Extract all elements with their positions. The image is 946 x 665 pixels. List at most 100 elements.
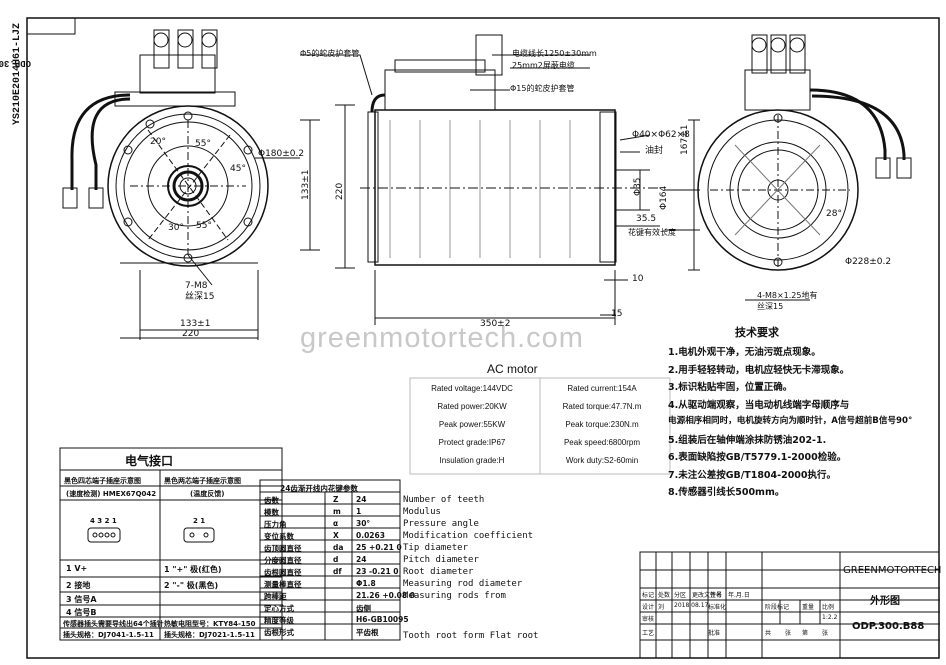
- gear-param-value: 25 +0.21 0: [356, 543, 402, 552]
- title-block-label: 处数: [658, 592, 671, 599]
- gear-param-symbol: d: [333, 555, 339, 564]
- rear-view: [665, 34, 912, 301]
- title-block-process: 批准: [708, 630, 721, 637]
- gear-param-english: Pitch diameter: [403, 555, 479, 565]
- title-block-sheet: 第: [802, 630, 809, 637]
- gear-param-english: Root diameter: [403, 567, 474, 577]
- connector-right-pins: 2 1: [193, 517, 206, 525]
- requirements-title: 技术要求: [735, 326, 779, 339]
- requirement-item: 8.传感器引线长500mm。: [668, 487, 785, 498]
- title-block-stage: 重量: [802, 604, 815, 611]
- dim-167: 167±1: [680, 124, 690, 155]
- dim-133-horizontal: 133±1: [180, 319, 211, 329]
- gear-param-value: 23 -0.21 0: [356, 567, 399, 576]
- title-block-review: 审核: [642, 616, 655, 623]
- title-block-sheet: 共: [765, 630, 772, 637]
- gear-param-symbol: α: [333, 519, 339, 528]
- drawing-name: 外形图: [870, 596, 900, 607]
- spec-cell-left: Rated voltage:144VDC: [431, 384, 513, 393]
- gear-table-frame: [259, 479, 401, 641]
- dim-164: Φ164: [659, 185, 669, 210]
- cable-length-label: 电缆线长1250±30mm: [512, 49, 597, 58]
- requirement-item: 7.未注公差按GB/T1804-2000执行。: [668, 469, 837, 481]
- gear-param-name: 齿顶圆直径: [264, 544, 302, 553]
- requirement-item: 1.电机外观干净，无油污斑点现象。: [668, 347, 821, 358]
- gear-param-symbol: m: [333, 507, 341, 516]
- gear-param-value: 0.0263: [356, 531, 385, 540]
- temp-pin-2-label: 2 "-" 极(黑色): [164, 581, 219, 590]
- dim-dia-180: Φ180±0.2: [258, 149, 305, 159]
- gear-param-value: H6-GB10095: [356, 615, 409, 624]
- gear-table-title: 24齿渐开线内花键参数: [280, 484, 358, 493]
- scale-value: 1:2.2: [822, 614, 838, 621]
- angle-55-bottom: 55°: [196, 221, 212, 231]
- spec-cell-left: Insulation grade:H: [439, 456, 505, 465]
- gear-param-value: 1: [356, 507, 362, 516]
- title-block-design: 刘: [658, 604, 665, 611]
- bolt-spec: 7-M8: [185, 281, 208, 291]
- conduit-left-label: Φ5的蛇皮护套管: [300, 49, 360, 58]
- thread-spec: 4-M8×1.25地有: [757, 291, 818, 300]
- pin-4-label: 4 信号B: [66, 608, 97, 617]
- spec-title: AC motor: [487, 362, 538, 376]
- gear-param-symbol: da: [333, 543, 344, 552]
- dim-shaft: Φ35: [633, 177, 643, 196]
- requirement-item: 2.用手轻轻转动，电机应轻快无卡滞现象。: [668, 364, 850, 376]
- gear-param-english: Pressure angle: [403, 519, 479, 529]
- spline-length-label: 花键有效长度: [628, 228, 676, 237]
- gear-param-value: 平齿根: [356, 628, 379, 637]
- gear-param-english: Number of teeth: [403, 495, 485, 505]
- pin-1-label: 1 V+: [66, 564, 88, 573]
- title-block-design: 标准化: [708, 604, 727, 611]
- dim-220-horizontal: 220: [182, 329, 200, 339]
- title-block-design: 设计: [642, 604, 655, 611]
- gear-param-english: Measuring rod diameter: [403, 579, 523, 589]
- spec-cell-right: Peak speed:6800rpm: [563, 438, 641, 447]
- gear-param-english: Measuring rods from: [403, 591, 506, 601]
- right-plug-spec: 插头规格：DJ7021-1.5-11: [164, 631, 255, 639]
- dim-350: 350±2: [480, 319, 511, 329]
- title-block-sheet: 张: [822, 630, 829, 637]
- requirement-item: 4.从驱动端观察，当电动机线端字母顺序与: [668, 399, 850, 411]
- angle-28: 28°: [826, 209, 842, 219]
- gear-param-name: 齿根形式: [264, 628, 294, 637]
- gear-param-name: 模数: [264, 508, 279, 517]
- spec-cell-left: Rated power:20KW: [437, 402, 507, 411]
- title-block-stage: 比例: [822, 604, 835, 611]
- dim-shaft-len: 35.5: [636, 214, 657, 224]
- title-block-label: 年.月.日: [728, 592, 750, 599]
- dim-228: Φ228±0.2: [845, 257, 892, 267]
- requirement-item: 6.表面缺陷按GB/T5779.1-2000检验。: [668, 452, 847, 463]
- dim-220-vertical: 220: [335, 182, 345, 200]
- gear-param-name: 定心方式: [264, 604, 294, 613]
- pin-2-label: 2 接地: [66, 581, 91, 590]
- gear-param-name: 变位系数: [264, 532, 294, 541]
- thermistor-model: 热敏电阻型号：KTY84-150: [164, 620, 256, 628]
- gear-param-value: 21.26 +0.08 0: [356, 591, 415, 600]
- spec-cell-left: Protect grade:IP67: [438, 438, 506, 447]
- gear-param-symbol: X: [333, 531, 339, 540]
- spec-cell-right: Rated current:154A: [567, 384, 637, 393]
- dim-10: 10: [632, 274, 644, 284]
- drawing-number: ODP.300.B88: [852, 621, 925, 632]
- gear-param-value: Φ1.8: [356, 579, 376, 588]
- title-block-label: 分区: [674, 592, 687, 599]
- drawing-code-rotated: ODP.300.B88: [0, 58, 31, 68]
- gear-param-value: 30°: [356, 519, 371, 528]
- gear-param-name: 齿数: [264, 496, 279, 505]
- requirement-item: 5.组装后在轴伸端涂抹防锈油202-1.: [668, 434, 827, 446]
- connector-left-sub: (速度检测) HMEX67Q042: [66, 490, 157, 498]
- title-block-process: 工艺: [642, 630, 655, 637]
- spec-cell-right: Rated torque:47.7N.m: [562, 402, 642, 411]
- company-name: GREENMOTORTECH: [843, 565, 942, 576]
- gear-param-english: Modification coefficient: [403, 531, 534, 541]
- title-block-label: 签名: [710, 592, 723, 599]
- angle-20: 20°: [150, 137, 166, 147]
- gear-root-form-en: Tooth root form Flat root: [403, 631, 539, 641]
- requirement-item: 电源相序相同时，电机旋转方向为顺时针，A信号超前B信号90°: [668, 416, 913, 426]
- cable-spec-label: 25mm2屏蔽电缆: [512, 61, 575, 70]
- dim-133-vertical: 133±1: [301, 169, 311, 200]
- connector-right-sub: (温度反馈): [190, 490, 225, 498]
- conduit-right-label: Φ15的蛇皮护套管: [510, 84, 575, 93]
